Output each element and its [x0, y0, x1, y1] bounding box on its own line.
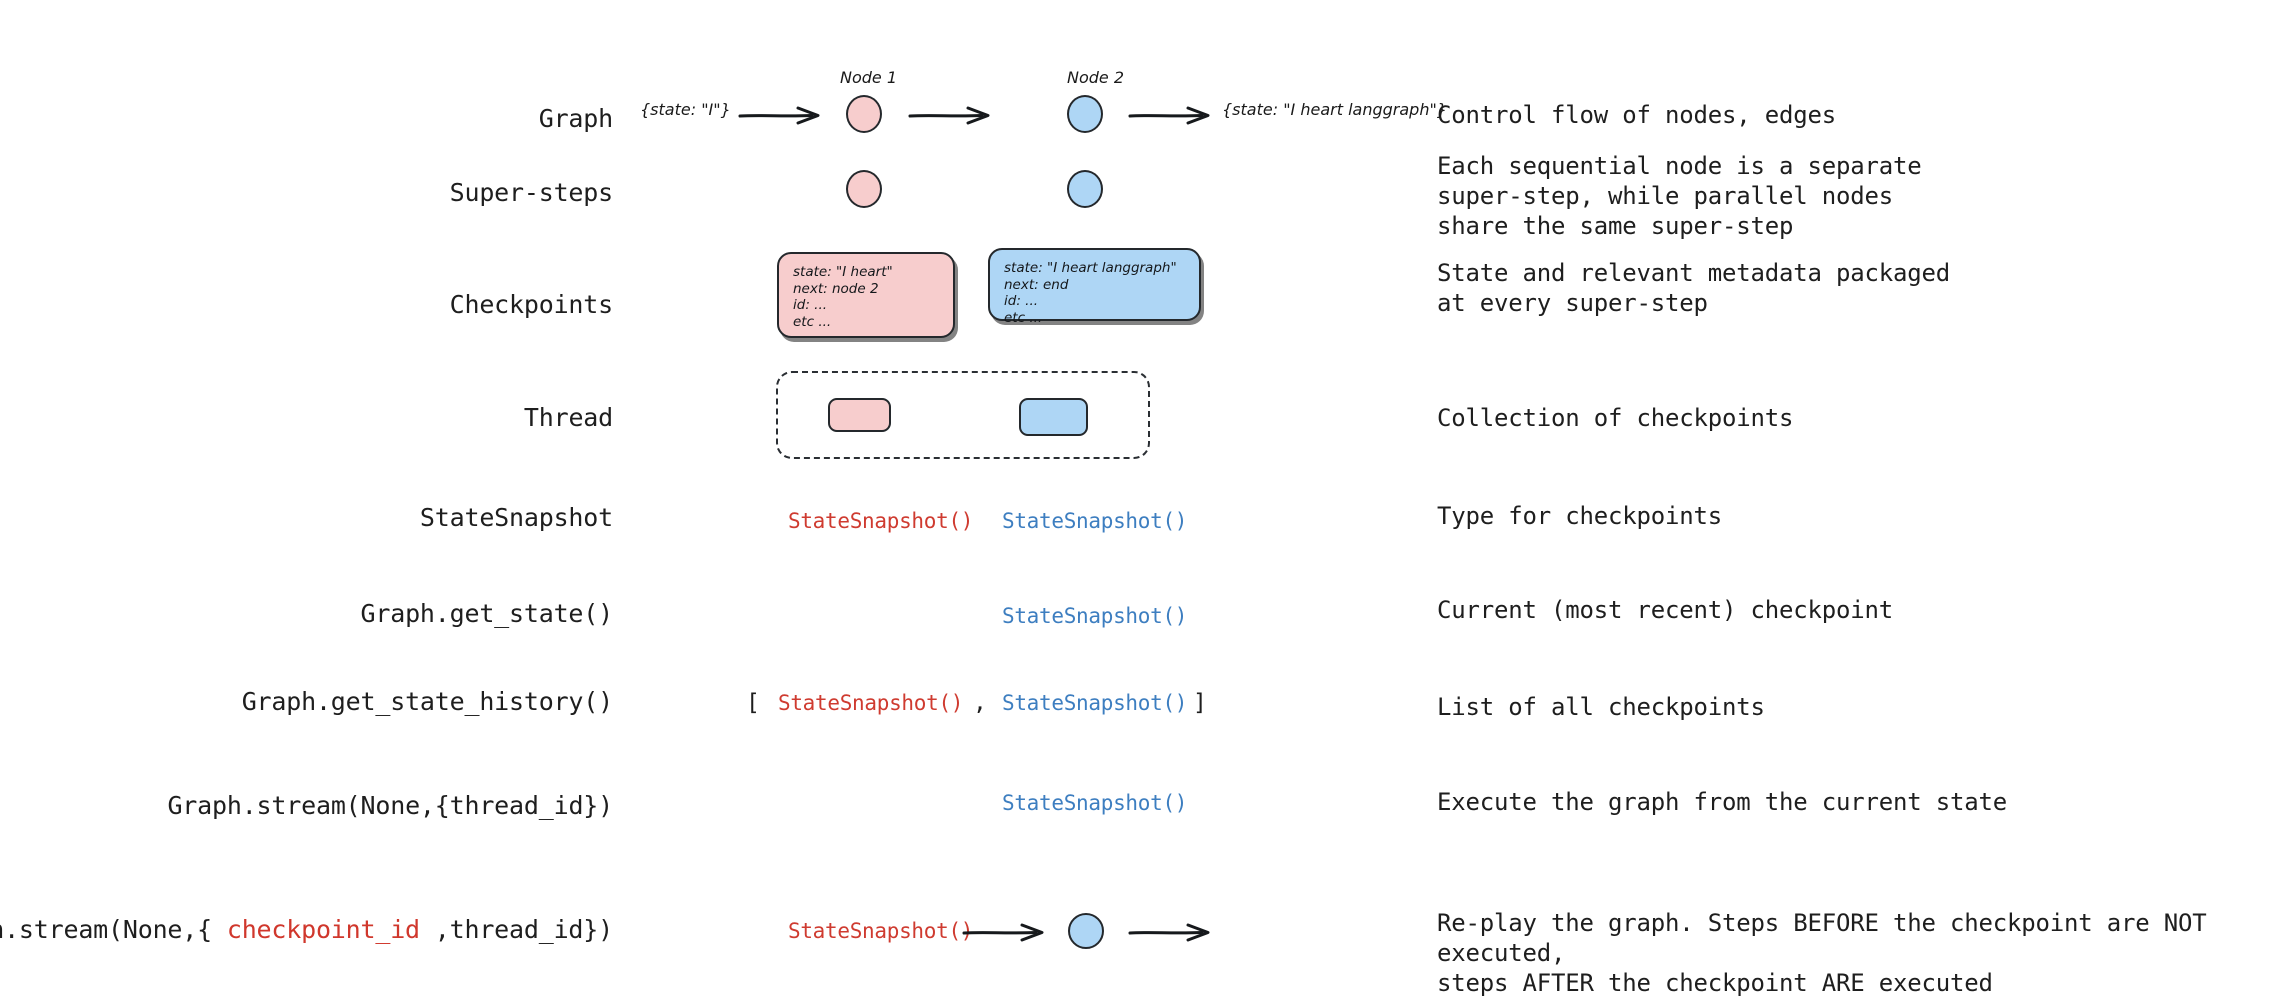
row-label-super-steps: Super-steps [449, 178, 614, 207]
replay-arrow-1 [962, 923, 1044, 942]
history-close-bracket: ] [1193, 690, 1207, 716]
history-token-1: StateSnapshot() [778, 691, 964, 715]
super-step-node-1 [846, 170, 882, 208]
row-description-state-snapshot: Type for checkpoints [1437, 502, 1722, 530]
thread-checkpoint-2 [1019, 398, 1088, 436]
row-label-checkpoints: Checkpoints [449, 290, 614, 319]
graph-arrow-3 [1128, 106, 1210, 125]
row-description-super-steps: Each sequential node is a separate super… [1437, 152, 1922, 240]
thread-group-box [776, 371, 1150, 459]
history-open-bracket: [ [746, 690, 760, 716]
graph-node-2 [1067, 95, 1103, 133]
row-label-graph: Graph [538, 104, 613, 133]
get-state-token: StateSnapshot() [1002, 604, 1188, 628]
state-snapshot-token-2: StateSnapshot() [1002, 509, 1188, 533]
stream-current-token: StateSnapshot() [1002, 791, 1188, 815]
thread-checkpoint-1 [828, 398, 891, 432]
row-label-state-snapshot: StateSnapshot [419, 503, 613, 532]
super-step-node-2 [1067, 170, 1103, 208]
state-snapshot-token-1: StateSnapshot() [788, 509, 974, 533]
row-description-checkpoints: State and relevant metadata packaged at … [1437, 259, 1950, 317]
graph-node-1 [846, 95, 882, 133]
row-description-thread: Collection of checkpoints [1437, 404, 1794, 432]
row-label-get-state-history: Graph.get_state_history() [241, 687, 613, 716]
row-label-stream-current: Graph.stream(None,{thread_id}) [167, 791, 613, 820]
node-1-title: Node 1 [840, 68, 898, 87]
row-description-get-state: Current (most recent) checkpoint [1437, 596, 1893, 624]
graph-input-state: {state: "I"} [640, 100, 731, 119]
stream-replay-label-accent: checkpoint_id [226, 915, 420, 944]
row-description-graph: Control flow of nodes, edges [1437, 101, 1836, 129]
row-description-stream-current: Execute the graph from the current state [1437, 788, 2007, 816]
replay-node [1068, 913, 1104, 949]
graph-arrow-1 [738, 106, 820, 125]
stream-replay-label-prefix: Graph.stream(None,{ [0, 915, 212, 944]
history-comma: , [973, 690, 987, 716]
stream-replay-label-suffix: ,thread_id}) [419, 915, 613, 944]
row-description-stream-replay: Re-play the graph. Steps BEFORE the chec… [1437, 909, 2207, 997]
graph-arrow-2 [908, 106, 990, 125]
checkpoint-card-2: state: "I heart langgraph" next: end id:… [988, 248, 1201, 326]
node-2-title: Node 2 [1067, 68, 1125, 87]
row-label-get-state: Graph.get_state() [360, 599, 614, 628]
graph-output-state: {state: "I heart langgraph"} [1222, 100, 1447, 119]
checkpoint-card-1: state: "I heart" next: node 2 id: ... et… [777, 252, 955, 338]
stream-replay-token: StateSnapshot() [788, 919, 974, 943]
row-label-stream-replay: Graph.stream(None,{ checkpoint_id ,threa… [0, 917, 613, 942]
history-token-2: StateSnapshot() [1002, 691, 1188, 715]
row-label-thread: Thread [523, 403, 613, 432]
replay-arrow-2 [1128, 923, 1210, 942]
row-description-get-state-history: List of all checkpoints [1437, 693, 1765, 721]
